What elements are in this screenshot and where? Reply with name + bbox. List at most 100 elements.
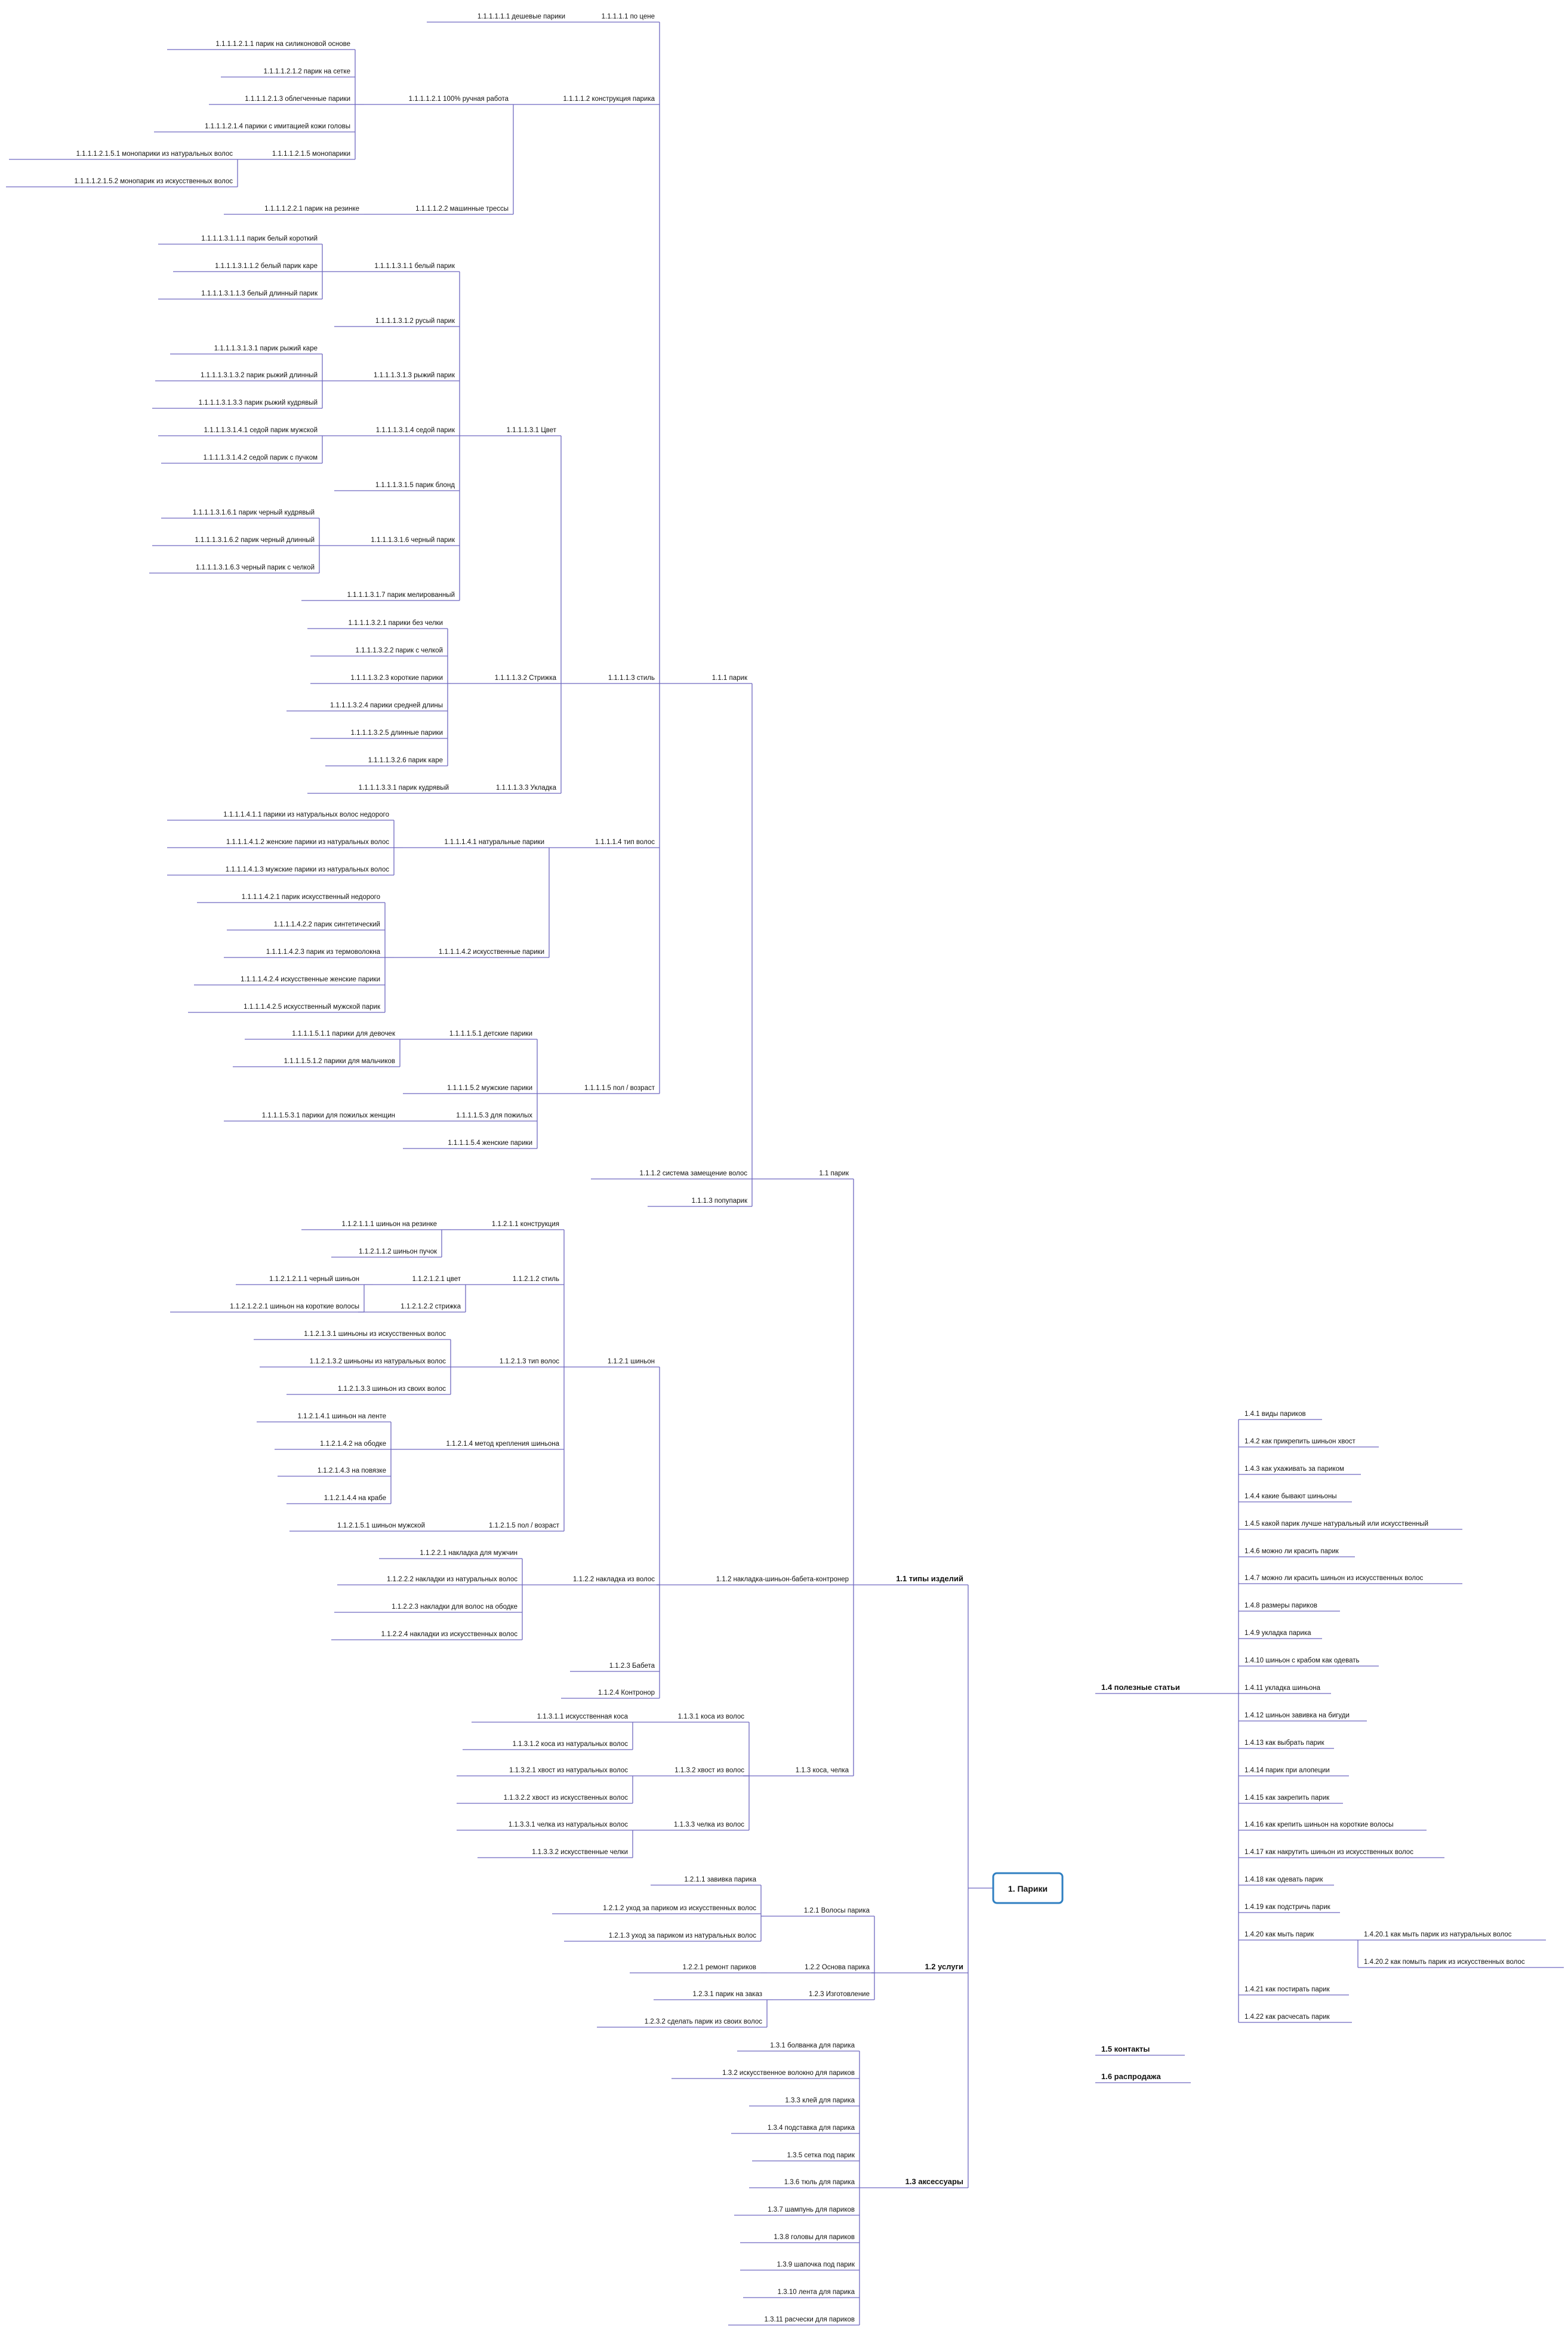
node-label-t202[interactable]: 1.4.20.2 как помыть парик из искусственн… — [1364, 1959, 1525, 1966]
node-label-p4[interactable]: 1.1.1.1.4 тип волос — [595, 839, 655, 846]
node-label-k22[interactable]: 1.1.3.2.2 хвост из искусственных волос — [504, 1794, 629, 1802]
node-label-p313[interactable]: 1.1.1.1.3.1.3 рыжий парик — [374, 372, 455, 379]
node-label-u13[interactable]: 1.2.1.3 уход за париком из натуральных в… — [609, 1932, 757, 1939]
node-label-s121[interactable]: 1.1.2.1.2.1 цвет — [412, 1276, 461, 1283]
node-label-u1[interactable]: 1.2.1 Волосы парика — [804, 1907, 870, 1914]
node-label-p325[interactable]: 1.1.1.1.3.2.5 длинные парики — [351, 729, 443, 737]
node-label-t11[interactable]: 1.4.11 укладка шиньона — [1244, 1685, 1321, 1692]
node-label-k12[interactable]: 1.1.3.1.2 коса из натуральных волос — [513, 1741, 629, 1748]
node-label-a5[interactable]: 1.3.5 сетка под парик — [787, 2152, 855, 2159]
node-label-p3161[interactable]: 1.1.1.1.3.1.6.1 парик черный кудрявый — [193, 509, 315, 516]
node-label-p324[interactable]: 1.1.1.1.3.2.4 парики средней длины — [330, 702, 443, 709]
node-label-t1[interactable]: 1.4.1 виды париков — [1244, 1411, 1306, 1418]
node-label-k21[interactable]: 1.1.3.2.1 хвост из натуральных волос — [509, 1767, 628, 1774]
node-label-t21[interactable]: 1.4.21 как постирать парик — [1244, 1986, 1330, 1993]
node-label-t6[interactable]: 1.4.6 можно ли красить парик — [1244, 1548, 1339, 1555]
node-label-p215[interactable]: 1.1.1.1.2.1.5 монопарики — [272, 150, 350, 158]
node-label-s131[interactable]: 1.1.2.1.3.1 шиньоны из искусственных вол… — [304, 1331, 446, 1338]
node-label-s112[interactable]: 1.1.2.1.1.2 шиньон пучок — [359, 1248, 438, 1255]
node-label-p317[interactable]: 1.1.1.1.3.1.7 парик мелированный — [347, 592, 455, 599]
node-label-p314[interactable]: 1.1.1.1.3.1.4 седой парик — [376, 427, 455, 434]
node-label-p322[interactable]: 1.1.1.1.3.2.2 парик с челкой — [356, 647, 443, 654]
node-label-p51[interactable]: 1.1.1.1.5.1 детские парики — [449, 1030, 532, 1037]
node-label-s142[interactable]: 1.1.2.1.4.2 на ободке — [320, 1440, 386, 1448]
node-label-t201[interactable]: 1.4.20.1 как мыть парик из натуральных в… — [1364, 1931, 1512, 1938]
node-label-n12[interactable]: 1.1.2 накладка-шиньон-бабета-контронер — [716, 1576, 849, 1583]
root-node[interactable]: 1. Парики — [992, 1872, 1064, 1904]
node-label-a10[interactable]: 1.3.10 лента для парика — [778, 2289, 855, 2296]
node-label-u2[interactable]: 1.2.2 Основа парика — [805, 1964, 870, 1971]
node-label-s12[interactable]: 1.1.2.1.2 стиль — [513, 1276, 559, 1283]
node-label-p52[interactable]: 1.1.1.1.5.2 мужские парики — [447, 1085, 532, 1092]
node-label-a2[interactable]: 1.3.2 искусственное волокно для париков — [722, 2070, 855, 2077]
node-label-p42[interactable]: 1.1.1.1.4.2 искусственные парики — [439, 949, 544, 956]
node-label-p421[interactable]: 1.1.1.1.4.2.1 парик искусственный недоро… — [242, 894, 380, 901]
node-label-p331[interactable]: 1.1.1.1.3.3.1 парик кудрявый — [359, 784, 449, 792]
node-label-p41[interactable]: 1.1.1.1.4.1 натуральные парики — [444, 839, 544, 846]
node-label-s132[interactable]: 1.1.2.1.3.2 шиньоны из натуральных волос — [310, 1358, 446, 1365]
node-label-k2[interactable]: 1.1.3.2 хвост из волос — [674, 1767, 744, 1774]
node-label-t5[interactable]: 1.4.5 какой парик лучше натуральный или … — [1244, 1520, 1428, 1528]
node-label-k32[interactable]: 1.1.3.3.2 искусственные челки — [532, 1849, 628, 1856]
node-label-p326[interactable]: 1.1.1.1.3.2.6 парик каре — [368, 757, 443, 764]
node-label-n111[interactable]: 1.1.1 парик — [712, 675, 748, 682]
node-label-p31[interactable]: 1.1.1.1.3.1 Цвет — [507, 427, 557, 434]
node-label-t9[interactable]: 1.4.9 укладка парика — [1244, 1630, 1311, 1637]
node-label-n11[interactable]: 1.1 парик — [819, 1170, 849, 1177]
node-label-p3141[interactable]: 1.1.1.1.3.1.4.1 седой парик мужской — [204, 427, 318, 434]
node-label-p53[interactable]: 1.1.1.1.5.3 для пожилых — [456, 1112, 532, 1119]
node-label-t4[interactable]: 1.4.4 какие бывают шиньоны — [1244, 1493, 1337, 1500]
node-label-p3112[interactable]: 1.1.1.1.3.1.1.2 белый парик каре — [215, 263, 318, 270]
node-label-s23[interactable]: 1.1.2.2.3 накладки для волос на ободке — [392, 1603, 517, 1611]
node-label-u11[interactable]: 1.2.1.1 завивка парика — [684, 1876, 756, 1883]
node-label-p3111[interactable]: 1.1.1.1.3.1.1.1 парик белый короткий — [201, 235, 318, 242]
node-label-t15[interactable]: 1.4.15 как закрепить парик — [1244, 1794, 1330, 1802]
node-label-p412[interactable]: 1.1.1.1.4.1.2 женские парики из натураль… — [226, 839, 389, 846]
node-label-s3[interactable]: 1.1.2.3 Бабета — [609, 1662, 655, 1670]
node-label-p3133[interactable]: 1.1.1.1.3.1.3.3 парик рыжий кудрявый — [199, 399, 318, 407]
node-label-t14[interactable]: 1.4.14 парик при алопеции — [1244, 1767, 1330, 1774]
node-label-p315[interactable]: 1.1.1.1.3.1.5 парик блонд — [375, 482, 455, 489]
node-label-s141[interactable]: 1.1.2.1.4.1 шиньон на ленте — [298, 1413, 386, 1420]
node-label-t13[interactable]: 1.4.13 как выбрать парик — [1244, 1739, 1324, 1747]
node-label-p221[interactable]: 1.1.1.1.2.2.1 парик на резинке — [264, 205, 359, 213]
node-label-s1221[interactable]: 1.1.2.1.2.2.1 шиньон на короткие волосы — [230, 1303, 359, 1310]
node-label-n3[interactable]: 1.3 аксессуары — [905, 2177, 963, 2186]
node-label-a3[interactable]: 1.3.3 клей для парика — [785, 2097, 855, 2104]
node-label-p3142[interactable]: 1.1.1.1.3.1.4.2 седой парик с пучком — [204, 454, 318, 461]
node-label-p54[interactable]: 1.1.1.1.5.4 женские парики — [448, 1140, 532, 1147]
node-label-t10[interactable]: 1.4.10 шиньон с крабом как одевать — [1244, 1657, 1360, 1664]
node-label-s14[interactable]: 1.1.2.1.4 метод крепления шиньона — [446, 1440, 559, 1448]
node-label-a4[interactable]: 1.3.4 подставка для парика — [768, 2124, 855, 2132]
node-label-u32[interactable]: 1.2.3.2 сделать парик из своих волос — [645, 2018, 763, 2025]
node-label-p212[interactable]: 1.1.1.1.2.1.2 парик на сетке — [264, 68, 350, 75]
node-label-p2[interactable]: 1.1.1.1.2 конструкция парика — [563, 96, 655, 103]
node-label-s11[interactable]: 1.1.2.1.1 конструкция — [492, 1221, 559, 1228]
node-label-s21[interactable]: 1.1.2.2.1 накладка для мужчин — [420, 1550, 517, 1557]
node-label-p2152[interactable]: 1.1.1.1.2.1.5.2 монопарик из искусственн… — [75, 178, 233, 185]
node-label-s143[interactable]: 1.1.2.1.4.3 на повязке — [318, 1467, 386, 1474]
node-label-t7[interactable]: 1.4.7 можно ли красить шиньон из искусст… — [1244, 1575, 1424, 1582]
node-label-t17[interactable]: 1.4.17 как накрутить шиньон из искусстве… — [1244, 1849, 1413, 1856]
node-label-t22[interactable]: 1.4.22 как расчесать парик — [1244, 2013, 1330, 2021]
node-label-p3131[interactable]: 1.1.1.1.3.1.3.1 парик рыжий каре — [214, 345, 318, 352]
node-label-p3163[interactable]: 1.1.1.1.3.1.6.3 черный парик с челкой — [196, 564, 315, 571]
node-label-n112[interactable]: 1.1.1.2 система замещение волос — [640, 1170, 748, 1177]
node-label-p1[interactable]: 1.1.1.1.1 по цене — [602, 13, 655, 20]
node-label-p3[interactable]: 1.1.1.1.3 стиль — [608, 675, 655, 682]
node-label-u31[interactable]: 1.2.3.1 парик на заказ — [693, 1991, 762, 1998]
node-label-p312[interactable]: 1.1.1.1.3.1.2 русый парик — [375, 318, 455, 325]
node-label-t2[interactable]: 1.4.2 как прикрепить шиньон хвост — [1244, 1438, 1356, 1445]
node-label-a11[interactable]: 1.3.11 расчески для париков — [765, 2316, 855, 2323]
node-label-p211[interactable]: 1.1.1.1.2.1.1 парик на силиконовой основ… — [215, 41, 350, 48]
node-label-a8[interactable]: 1.3.8 головы для париков — [774, 2234, 855, 2241]
node-label-p424[interactable]: 1.1.1.1.4.2.4 искусственные женские пари… — [241, 976, 380, 983]
node-label-a9[interactable]: 1.3.9 шапочка под парик — [777, 2261, 855, 2268]
node-label-n2[interactable]: 1.2 услуги — [925, 1962, 963, 1971]
node-label-s2[interactable]: 1.1.2.2 накладка из волос — [573, 1576, 655, 1583]
node-label-p425[interactable]: 1.1.1.1.4.2.5 искусственный мужской пари… — [244, 1003, 381, 1011]
root-node-box[interactable] — [992, 1872, 1064, 1904]
node-label-t19[interactable]: 1.4.19 как подстричь парик — [1244, 1904, 1331, 1911]
node-label-s1[interactable]: 1.1.2.1 шиньон — [608, 1358, 655, 1365]
node-label-p321[interactable]: 1.1.1.1.3.2.1 парики без челки — [349, 620, 443, 627]
